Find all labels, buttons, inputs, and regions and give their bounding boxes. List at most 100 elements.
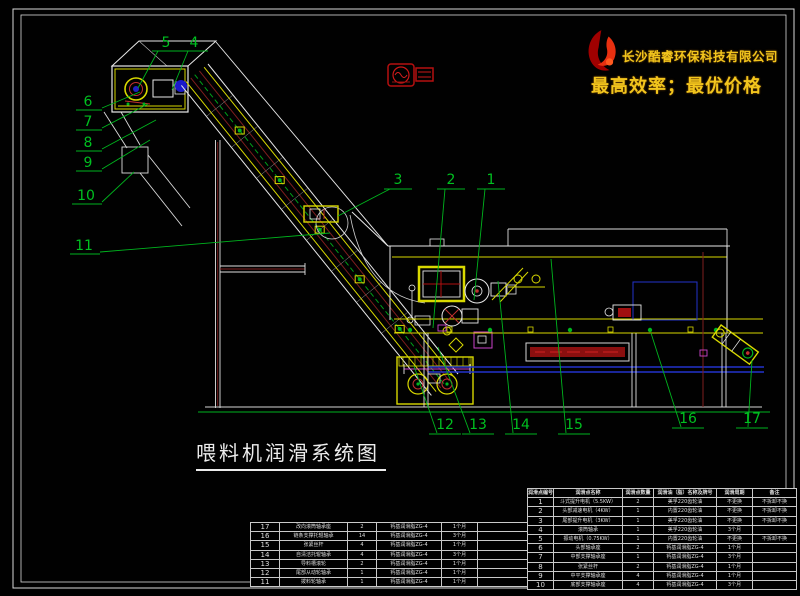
table-cell: 不拆卸不换: [752, 533, 797, 545]
callout-16: 16: [679, 411, 697, 427]
table-cell: 3个月: [716, 524, 753, 535]
takeup-device: [303, 205, 349, 240]
table-cell: 3个月: [716, 552, 753, 563]
callout-12: 12: [436, 417, 454, 433]
table-cell: 4: [347, 540, 377, 551]
table-cell: [477, 577, 529, 588]
table-cell: 钙基润滑脂ZG-4: [653, 561, 717, 572]
callout-3: 3: [394, 172, 403, 188]
table-cell: 1: [347, 567, 377, 579]
table-cell: 钙基润滑脂ZG-4: [376, 558, 442, 569]
table-cell: 钙基润滑脂ZG-4: [653, 579, 717, 591]
company-slogan: 最高效率；最优价格: [591, 76, 762, 97]
table-cell: 底部支撑轴承座: [553, 579, 623, 591]
table-header-cell: 润滑点名称: [553, 487, 623, 499]
table-cell: 钙基润滑脂ZG-4: [653, 570, 717, 581]
table-cell: 钙基润滑脂ZG-4: [376, 540, 442, 551]
table-cell: 拨料轮轴承: [279, 577, 348, 588]
callout-1: 1: [487, 172, 496, 188]
drive-motor-icon: [124, 77, 187, 106]
table-cell: [477, 540, 529, 551]
table-cell: 钙基润滑脂ZG-4: [376, 549, 442, 560]
table-cell: [477, 521, 529, 533]
table-cell: 中部支撑轴承座: [553, 552, 623, 563]
table-cell: 2: [347, 521, 377, 533]
table-cell: 中平支撑轴承座: [553, 570, 623, 581]
table-header-row: 润滑点编号润滑点名称润滑点数量润滑油（脂）名称及牌号润滑周期备注: [527, 487, 797, 499]
table-cell: 张紧丝杆: [279, 540, 348, 551]
table-cell: 不拆卸不换: [752, 497, 797, 508]
table-cell: 1: [527, 497, 554, 508]
table-cell: 1: [622, 524, 654, 535]
table-cell: 4: [622, 570, 654, 581]
table-cell: 14: [250, 549, 280, 560]
table-cell: 美孚220齿轮油: [653, 524, 717, 535]
table-cell: [477, 558, 529, 569]
head-gear-unit: [464, 267, 545, 304]
table-cell: [477, 549, 529, 560]
table-cell: 10: [527, 579, 554, 591]
table-cell: 不拆卸不换: [752, 515, 797, 526]
table-cell: 1个月: [716, 543, 753, 554]
callout-4: 4: [190, 35, 199, 51]
table-cell: 3个月: [441, 549, 478, 560]
table-cell: 钙基润滑脂ZG-4: [653, 552, 717, 563]
table-cell: 2: [622, 497, 654, 508]
table-cell: 13: [250, 558, 280, 569]
table-cell: 16: [250, 531, 280, 542]
inclined-conveyor: [181, 63, 459, 396]
table-cell: 6: [527, 543, 554, 554]
small-motor-icon: [604, 304, 642, 321]
tail-discharge-unit: [711, 324, 760, 366]
inspection-window: [417, 265, 466, 303]
callout-7: 7: [84, 114, 93, 130]
table-cell: 1个月: [441, 540, 478, 551]
table-cell: 2: [622, 561, 654, 572]
table-cell: 钙基润滑脂ZG-4: [376, 531, 442, 542]
table-cell: 1: [622, 515, 654, 526]
callout-13: 13: [469, 417, 487, 433]
table-cell: 8: [527, 561, 554, 572]
table-cell: 头部减速电机（4KW）: [553, 506, 623, 517]
callout-10: 10: [77, 188, 95, 204]
table-cell: 尾部从动轮轴承: [279, 567, 348, 579]
table-cell: 1个月: [441, 558, 478, 569]
chain-roller-icons: [234, 126, 405, 333]
table-cell: 3: [527, 515, 554, 526]
table-cell: 钙基润滑脂ZG-4: [376, 567, 442, 579]
table-cell: 不更换: [716, 515, 753, 526]
table-cell: 张紧丝杆: [553, 561, 623, 572]
table-cell: 滚筒轴承: [553, 524, 623, 535]
table-cell: 不更换: [716, 533, 753, 545]
table-cell: 1个月: [441, 521, 478, 533]
table-cell: 1个月: [716, 561, 753, 572]
magenta-fitting: [699, 349, 708, 357]
callout-6: 6: [84, 94, 93, 110]
callout-8: 8: [84, 135, 93, 151]
table-cell: 4: [347, 549, 377, 560]
table-cell: 1个月: [441, 567, 478, 579]
callout-11: 11: [75, 238, 93, 254]
table-cell: 14: [347, 531, 377, 542]
callout-17: 17: [743, 411, 761, 427]
table-header-cell: 润滑点编号: [527, 487, 554, 499]
table-cell: 振动电机（0.75KW）: [553, 533, 623, 545]
table-cell: 4: [527, 524, 554, 535]
table-cell: 1: [622, 506, 654, 517]
table-cell: 2: [347, 558, 377, 569]
table-cell: 3个月: [441, 531, 478, 542]
callout-14: 14: [512, 417, 530, 433]
